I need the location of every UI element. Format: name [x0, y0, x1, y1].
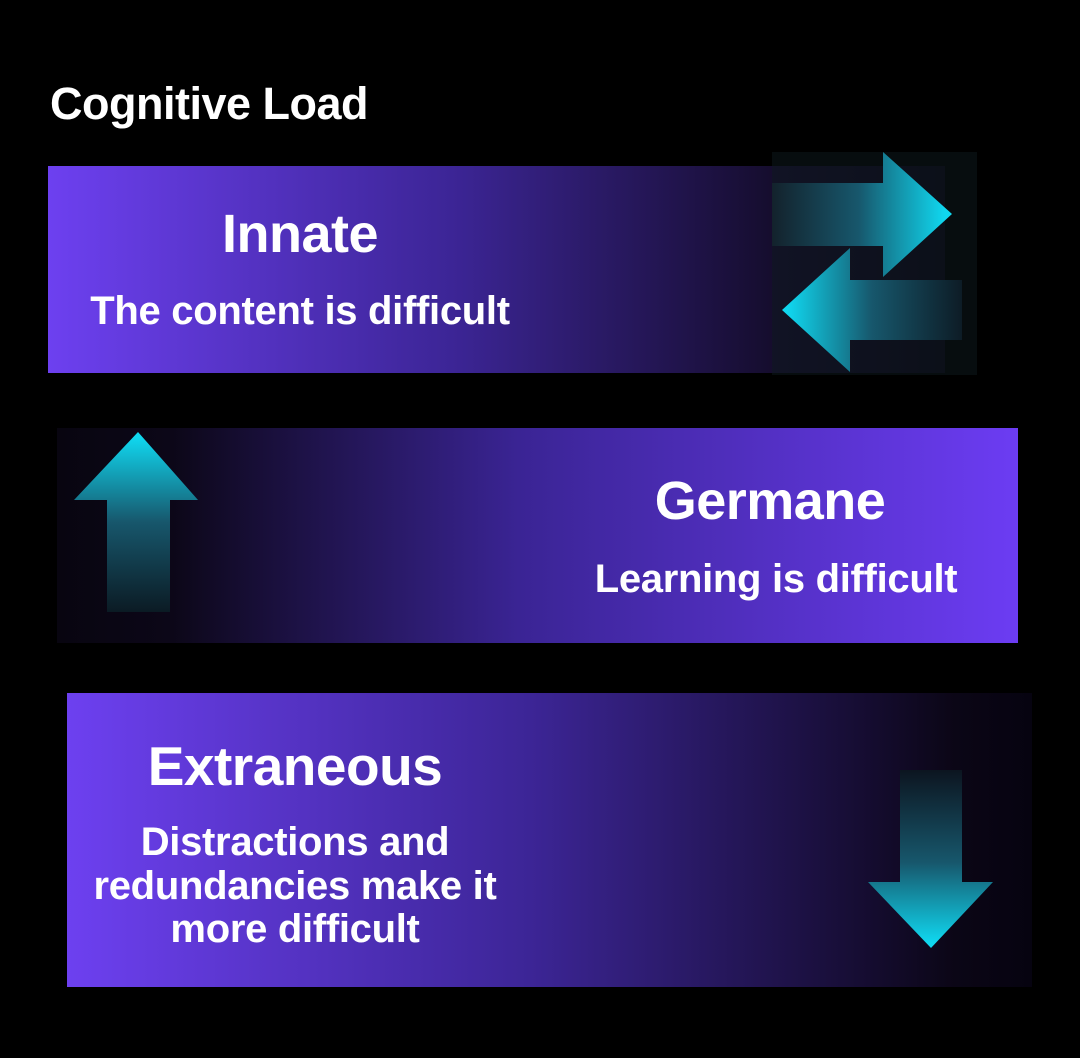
band-extraneous-heading: Extraneous — [147, 735, 443, 797]
band-innate-subtitle: The content is difficult — [90, 289, 510, 333]
band-germane-heading: Germane — [654, 471, 886, 531]
band-extraneous: Extraneous Distractions and redundancies… — [67, 693, 1032, 987]
band-germane: Germane Learning is difficult — [57, 428, 1018, 643]
band-extraneous-subtitle: Distractions and redundancies make it mo… — [93, 820, 497, 952]
page-title: Cognitive Load — [50, 78, 369, 130]
band-innate-heading: Innate — [221, 204, 379, 264]
band-germane-subtitle: Learning is difficult — [594, 557, 958, 601]
